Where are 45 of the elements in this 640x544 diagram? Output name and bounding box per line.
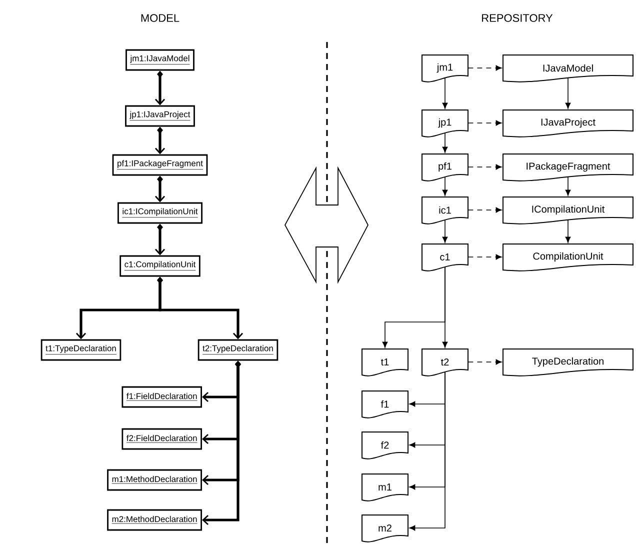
arrow <box>565 220 571 243</box>
document-box: m2 <box>362 514 408 542</box>
document-box: ICompilationUnit <box>502 196 634 224</box>
arrow <box>468 164 502 170</box>
document-box: t1 <box>362 348 408 376</box>
object-box: f2:FieldDeclaration <box>122 428 202 450</box>
document-box: f1 <box>362 390 408 418</box>
object-box: jm1:IJavaModel <box>126 49 194 71</box>
arrow <box>409 372 446 531</box>
arrow <box>468 120 502 126</box>
document-box: jm1 <box>422 54 468 82</box>
object-box: t1:TypeDeclaration <box>40 339 122 361</box>
arrow <box>442 78 448 109</box>
object-box: pf1:IPackageFragment <box>112 154 208 176</box>
document-box: t2 <box>422 348 468 376</box>
arrow <box>442 176 448 196</box>
document-box: CompilationUnit <box>502 244 634 272</box>
document-box: f2 <box>362 432 408 460</box>
object-box: t2:TypeDeclaration <box>198 339 278 361</box>
document-box: TypeDeclaration <box>502 348 634 376</box>
document-box: IPackageFragment <box>502 154 634 182</box>
heading: REPOSITORY <box>482 14 553 22</box>
arrow <box>468 359 502 365</box>
object-box: jp1:IJavaProject <box>125 105 195 127</box>
arrow <box>442 132 448 153</box>
object-box: f1:FieldDeclaration <box>122 386 202 408</box>
arrow <box>468 254 502 260</box>
arrow <box>468 65 502 71</box>
heading: MODEL <box>141 14 180 22</box>
object-box: c1:CompilationUnit <box>120 255 200 277</box>
document-box: c1 <box>422 244 468 272</box>
document-box: IJavaProject <box>502 110 634 138</box>
arrow <box>442 266 448 348</box>
arrow <box>565 78 571 109</box>
arrow <box>442 220 448 243</box>
document-box: IJavaModel <box>502 54 634 82</box>
object-box: ic1:ICompilationUnit <box>118 202 202 224</box>
document-box: m1 <box>362 474 408 502</box>
document-box: jp1 <box>422 110 468 138</box>
document-box: pf1 <box>422 154 468 182</box>
object-box: m2:MethodDeclaration <box>107 509 202 531</box>
document-box: ic1 <box>422 196 468 224</box>
arrow <box>565 176 571 196</box>
object-box: m1:MethodDeclaration <box>107 469 202 491</box>
arrow <box>468 207 502 213</box>
